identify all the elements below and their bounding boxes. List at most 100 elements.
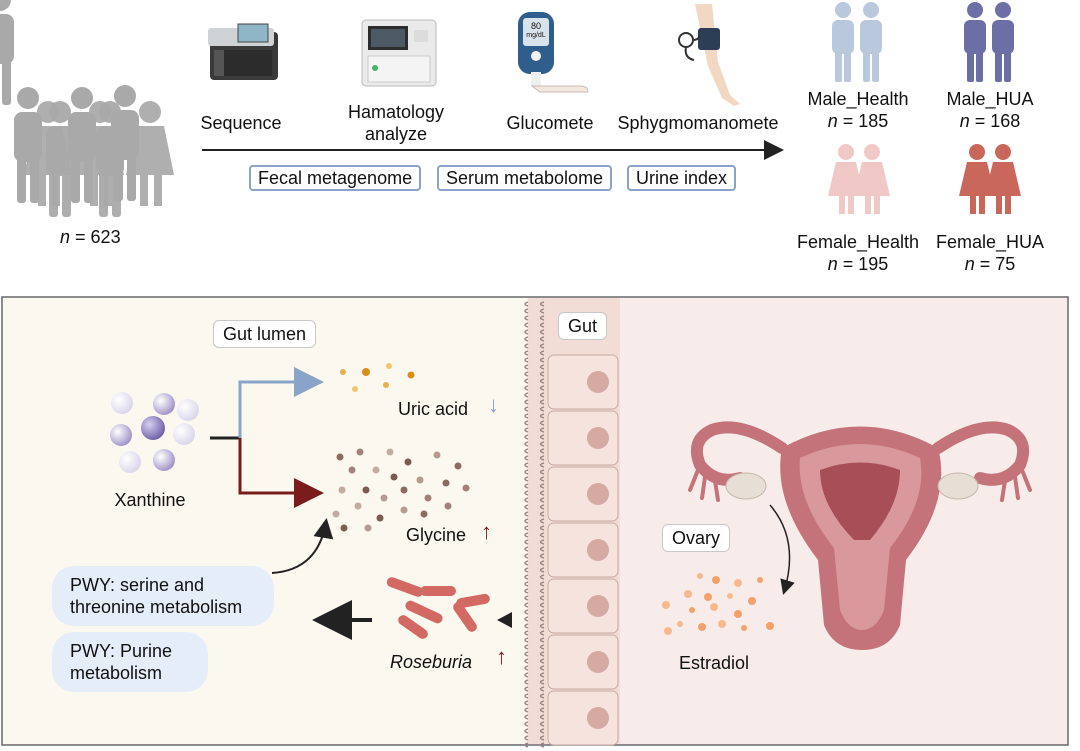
- microvillus: [524, 525, 529, 531]
- microvillus: [524, 308, 529, 314]
- hematology-analyzer-icon: [361, 19, 437, 87]
- microvillus: [539, 434, 545, 440]
- microvillus: [524, 644, 529, 650]
- microvillus: [524, 329, 529, 335]
- glycine-particle: [380, 494, 388, 502]
- microvillus: [539, 483, 545, 489]
- tag-serum-metabolome: Serum metabolome: [437, 165, 613, 191]
- microvillus: [539, 595, 545, 601]
- microvillus: [539, 392, 545, 398]
- glycine-particle: [338, 486, 346, 494]
- microvillus: [539, 714, 545, 720]
- microvillus: [539, 350, 545, 356]
- instrument-label-glucometer: Glucomete: [506, 113, 594, 133]
- epithelial-cell: [547, 354, 619, 410]
- glycine-particle: [356, 448, 364, 456]
- microvillus: [539, 497, 545, 503]
- cell-nucleus: [587, 371, 609, 393]
- glucometer-value: 80: [530, 21, 541, 31]
- glycine-particle: [442, 479, 450, 487]
- microvillus: [524, 637, 529, 643]
- microvillus: [524, 546, 529, 552]
- male-health-icon: [832, 2, 882, 82]
- microvillus: [524, 672, 529, 678]
- glycine-particle: [348, 466, 356, 474]
- microvillus: [524, 301, 529, 307]
- microvillus: [524, 350, 529, 356]
- microvillus: [539, 511, 545, 517]
- glycine-particle: [420, 510, 428, 518]
- group-name: Female_Health: [796, 232, 920, 252]
- microvillus: [524, 315, 529, 321]
- microvillus: [524, 651, 529, 657]
- microvillus: [524, 693, 529, 699]
- xanthine-branch-arrows: [210, 367, 324, 508]
- estradiol-particle: [757, 577, 763, 583]
- microvillus: [539, 504, 545, 510]
- microvillus: [524, 581, 529, 587]
- microvillus: [539, 322, 545, 328]
- microvillus: [524, 420, 529, 426]
- microvillus: [524, 721, 529, 727]
- group-n-value: = 75: [979, 254, 1016, 274]
- xanthine-label: Xanthine: [114, 490, 186, 510]
- estradiol-arrow-head: [497, 612, 512, 628]
- microvillus: [524, 336, 529, 342]
- microvillus: [539, 378, 545, 384]
- glycine-particle: [332, 510, 340, 518]
- microvillus: [524, 371, 529, 377]
- group-female-health: Female_Health n = 195: [797, 231, 919, 275]
- microvillus: [539, 567, 545, 573]
- glycine-up-arrow: ↑: [481, 519, 492, 544]
- male-hua-icon: [964, 2, 1014, 82]
- glycine-particle: [433, 451, 441, 459]
- microvillus: [539, 672, 545, 678]
- microvillus: [524, 511, 529, 517]
- estradiol-particle: [766, 622, 774, 630]
- microvillus: [524, 476, 529, 482]
- microvillus: [539, 637, 545, 643]
- epithelial-cell: [547, 522, 619, 578]
- female-hua-icon: [959, 144, 1021, 214]
- estradiol-particle: [748, 597, 756, 605]
- pathway-to-glycine-arrow: [271, 518, 334, 574]
- microvillus: [524, 707, 529, 713]
- microvillus: [524, 735, 529, 741]
- microvillus: [524, 567, 529, 573]
- epithelial-cell: [547, 634, 619, 690]
- microvillus: [524, 413, 529, 419]
- microvillus: [524, 602, 529, 608]
- cell-nucleus: [587, 707, 609, 729]
- microvillus: [539, 427, 545, 433]
- microvillus: [524, 588, 529, 594]
- gut-lumen-label: Gut lumen: [213, 320, 317, 348]
- pathway-serine-threonine: PWY: serine and threonine metabolism: [52, 566, 274, 626]
- microvillus: [539, 693, 545, 699]
- epithelial-cell: [547, 466, 619, 522]
- microvillus: [539, 735, 545, 741]
- ovary-label: Ovary: [662, 524, 731, 552]
- roseburia-bacteria: [386, 577, 490, 639]
- pathway-purine: PWY: Purine metabolism: [52, 632, 208, 692]
- microvillus: [524, 700, 529, 706]
- microvillus: [524, 728, 529, 734]
- microvillus: [539, 539, 545, 545]
- microvillus: [539, 651, 545, 657]
- microvillus: [524, 483, 529, 489]
- glycine-particle: [400, 486, 408, 494]
- cohort-n-value: = 623: [75, 227, 121, 247]
- uric-acid-particles: [340, 363, 415, 392]
- microvillus: [524, 448, 529, 454]
- estradiol-particle: [712, 576, 720, 584]
- cell-nucleus: [587, 539, 609, 561]
- microvillus: [539, 455, 545, 461]
- microvillus: [539, 371, 545, 377]
- microvillus: [539, 546, 545, 552]
- microvillus: [524, 455, 529, 461]
- estradiol-particle: [697, 573, 703, 579]
- cell-nucleus: [587, 427, 609, 449]
- microvillus: [524, 609, 529, 615]
- group-n-value: = 168: [974, 111, 1021, 131]
- microvillus: [524, 406, 529, 412]
- microvillus: [539, 728, 545, 734]
